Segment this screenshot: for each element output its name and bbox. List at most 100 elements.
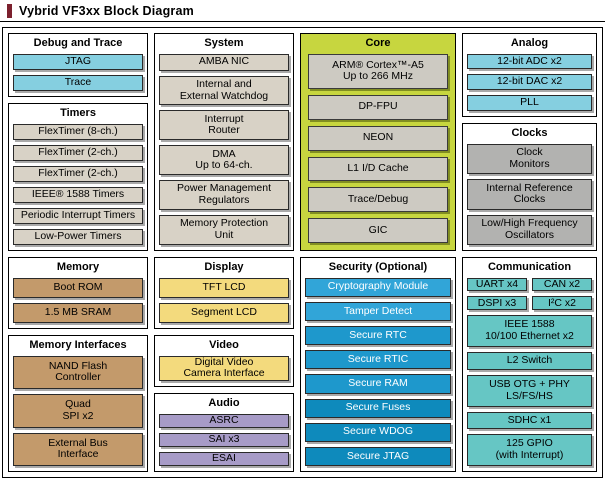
block-i-c-x2: I²C x2 bbox=[532, 296, 592, 311]
group-title: Memory Interfaces bbox=[29, 339, 127, 351]
group-title: Timers bbox=[60, 107, 96, 119]
title-accent-bar bbox=[7, 3, 12, 18]
block-jtag: JTAG bbox=[13, 53, 143, 70]
block-interrupt: Interrupt Router bbox=[159, 110, 289, 141]
block-usb-otg-phy: USB OTG + PHY LS/FS/HS bbox=[467, 374, 592, 407]
block-periodic-interrupt-timers: Periodic Interrupt Timers bbox=[13, 207, 143, 224]
group-items: Digital Video Camera Interface bbox=[159, 356, 289, 381]
block-secure-fuses: Secure Fuses bbox=[305, 398, 451, 418]
block-secure-wdog: Secure WDOG bbox=[305, 422, 451, 442]
block-secure-rtic: Secure RTIC bbox=[305, 350, 451, 370]
block-dspi-x3: DSPI x3 bbox=[467, 296, 527, 311]
block-segment-lcd: Segment LCD bbox=[159, 302, 289, 324]
group-items: UART x4 CAN x2 DSPI x3 I²C x2 IEEE 1588 10/1… bbox=[467, 277, 592, 467]
block-nand-flash: NAND Flash Controller bbox=[13, 355, 143, 390]
group-title: System bbox=[204, 37, 244, 49]
group-title: Memory bbox=[56, 261, 100, 273]
block-ieee-1588-timers: IEEE® 1588 Timers bbox=[13, 186, 143, 203]
block-flextimer-8-ch: FlexTimer (8-ch.) bbox=[13, 123, 143, 140]
block-can-x2: CAN x2 bbox=[532, 277, 592, 292]
block-low-high-frequency: Low/High Frequency Oscillators bbox=[467, 214, 592, 245]
block-amba-nic: AMBA NIC bbox=[159, 53, 289, 71]
block-low-power-timers: Low-Power Timers bbox=[13, 228, 143, 246]
block-clock: Clock Monitors bbox=[467, 143, 592, 175]
column-4: Analog 12-bit ADC x2 12-bit DAC x2 PLL Clock… bbox=[462, 33, 597, 472]
block-tft-lcd: TFT LCD bbox=[159, 277, 289, 298]
block-l1-i-d-cache: L1 I/D Cache bbox=[308, 156, 448, 182]
block-pair-row: DSPI x3 I²C x2 bbox=[467, 296, 592, 311]
block-tamper-detect: Tamper Detect bbox=[305, 301, 451, 321]
block-trace: Trace bbox=[13, 74, 143, 92]
group-items: TFT LCD Segment LCD bbox=[159, 277, 289, 324]
block-external-bus: External Bus Interface bbox=[13, 432, 143, 466]
block-memory-protection: Memory Protection Unit bbox=[159, 215, 289, 246]
block-125-gpio: 125 GPIO (with Interrupt) bbox=[467, 434, 592, 467]
block-arm-cortex-a5: ARM® Cortex™-A5 Up to 266 MHz bbox=[308, 53, 448, 89]
block-secure-rtc: Secure RTC bbox=[305, 325, 451, 346]
block-internal-reference: Internal Reference Clocks bbox=[467, 179, 592, 210]
block-esai: ESAI bbox=[159, 451, 289, 467]
block-sdhc-x1: SDHC x1 bbox=[467, 411, 592, 430]
group-title: Analog bbox=[510, 37, 549, 49]
block-secure-ram: Secure RAM bbox=[305, 374, 451, 394]
group-title: Video bbox=[209, 339, 239, 351]
block-gic: GIC bbox=[308, 218, 448, 244]
block-12-bit-dac-x2: 12-bit DAC x2 bbox=[467, 74, 592, 91]
group-title: Clocks bbox=[511, 127, 548, 139]
block-uart-x4: UART x4 bbox=[467, 277, 527, 292]
block-trace-debug: Trace/Debug bbox=[308, 187, 448, 213]
group-title: Core bbox=[365, 37, 391, 49]
block-flextimer-2-ch: FlexTimer (2-ch.) bbox=[13, 144, 143, 161]
block-l2-switch: L2 Switch bbox=[467, 352, 592, 370]
block-asrc: ASRC bbox=[159, 413, 289, 428]
group-title: Display bbox=[204, 261, 244, 273]
group-title: Audio bbox=[208, 397, 240, 409]
block-digital-video: Digital Video Camera Interface bbox=[159, 356, 289, 381]
block-cryptography-module: Cryptography Module bbox=[305, 277, 451, 297]
group-title: Communication bbox=[487, 261, 572, 273]
block-power-management: Power Management Regulators bbox=[159, 180, 289, 211]
group-items: 12-bit ADC x2 12-bit DAC x2 PLL bbox=[467, 53, 592, 111]
group-analog: Analog 12-bit ADC x2 12-bit DAC x2 PLL bbox=[462, 33, 597, 117]
block-boot-rom: Boot ROM bbox=[13, 277, 143, 298]
page-title: Vybrid VF3xx Block Diagram bbox=[19, 3, 194, 18]
title-bar: Vybrid VF3xx Block Diagram bbox=[0, 0, 605, 22]
block-12-bit-adc-x2: 12-bit ADC x2 bbox=[467, 53, 592, 70]
group-items: FlexTimer (8-ch.) FlexTimer (2-ch.) FlexTi… bbox=[13, 123, 143, 246]
block-pair-row: UART x4 CAN x2 bbox=[467, 277, 592, 292]
block-dma: DMA Up to 64-ch. bbox=[159, 145, 289, 176]
block-flextimer-2-ch: FlexTimer (2-ch.) bbox=[13, 165, 143, 182]
block-internal-and: Internal and External Watchdog bbox=[159, 75, 289, 106]
block-pll: PLL bbox=[467, 95, 592, 111]
block-quad: Quad SPI x2 bbox=[13, 394, 143, 428]
block-neon: NEON bbox=[308, 125, 448, 151]
group-title: Debug and Trace bbox=[33, 37, 123, 49]
block-ieee-1588: IEEE 1588 10/100 Ethernet x2 bbox=[467, 315, 592, 347]
block-secure-jtag: Secure JTAG bbox=[305, 446, 451, 467]
group-title: Security (Optional) bbox=[328, 261, 428, 273]
